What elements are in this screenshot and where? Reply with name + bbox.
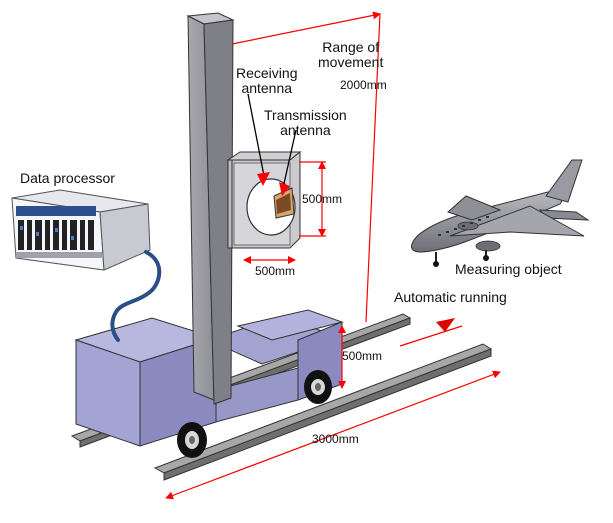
measuring-object-label: Measuring object — [455, 261, 562, 277]
range-of-movement-label: Range of movement — [318, 40, 383, 70]
data-cable — [110, 250, 162, 342]
box-height-label: 500mm — [302, 192, 343, 206]
aircraft — [411, 159, 590, 267]
rear-wheel — [304, 370, 332, 404]
box-width-label: 500mm — [255, 264, 296, 278]
direction-marker-icon — [436, 318, 455, 332]
transmitter-arrow-icon — [279, 182, 290, 196]
receiving-antenna-label: Receiving antenna — [236, 66, 297, 96]
front-wheel — [177, 422, 207, 458]
rail-length-label: 3000mm — [312, 432, 359, 446]
data-processor — [11, 189, 151, 271]
receiver-arrow-icon — [257, 172, 270, 186]
data-processor-label: Data processor — [20, 170, 115, 186]
transmission-antenna-label: Transmission antenna — [264, 108, 347, 138]
range-label-line1: Range of — [322, 39, 380, 55]
antenna-box — [226, 150, 302, 249]
range-label-line2: movement — [318, 54, 384, 70]
transmission-antenna-arrow — [282, 129, 297, 189]
receiving-antenna-arrow — [247, 93, 266, 182]
transmission-label-line1: Transmission — [264, 107, 347, 123]
vertical-column — [186, 12, 235, 405]
receiving-label-line2: antenna — [241, 80, 293, 96]
transmission-label-line2: antenna — [280, 122, 331, 138]
receiving-label-line1: Receiving — [236, 65, 298, 81]
dimensions — [165, 11, 501, 500]
range-value-label: 2000mm — [340, 78, 387, 92]
cart-height-label: 500mm — [342, 349, 383, 363]
automatic-running-label: Automatic running — [394, 289, 507, 305]
